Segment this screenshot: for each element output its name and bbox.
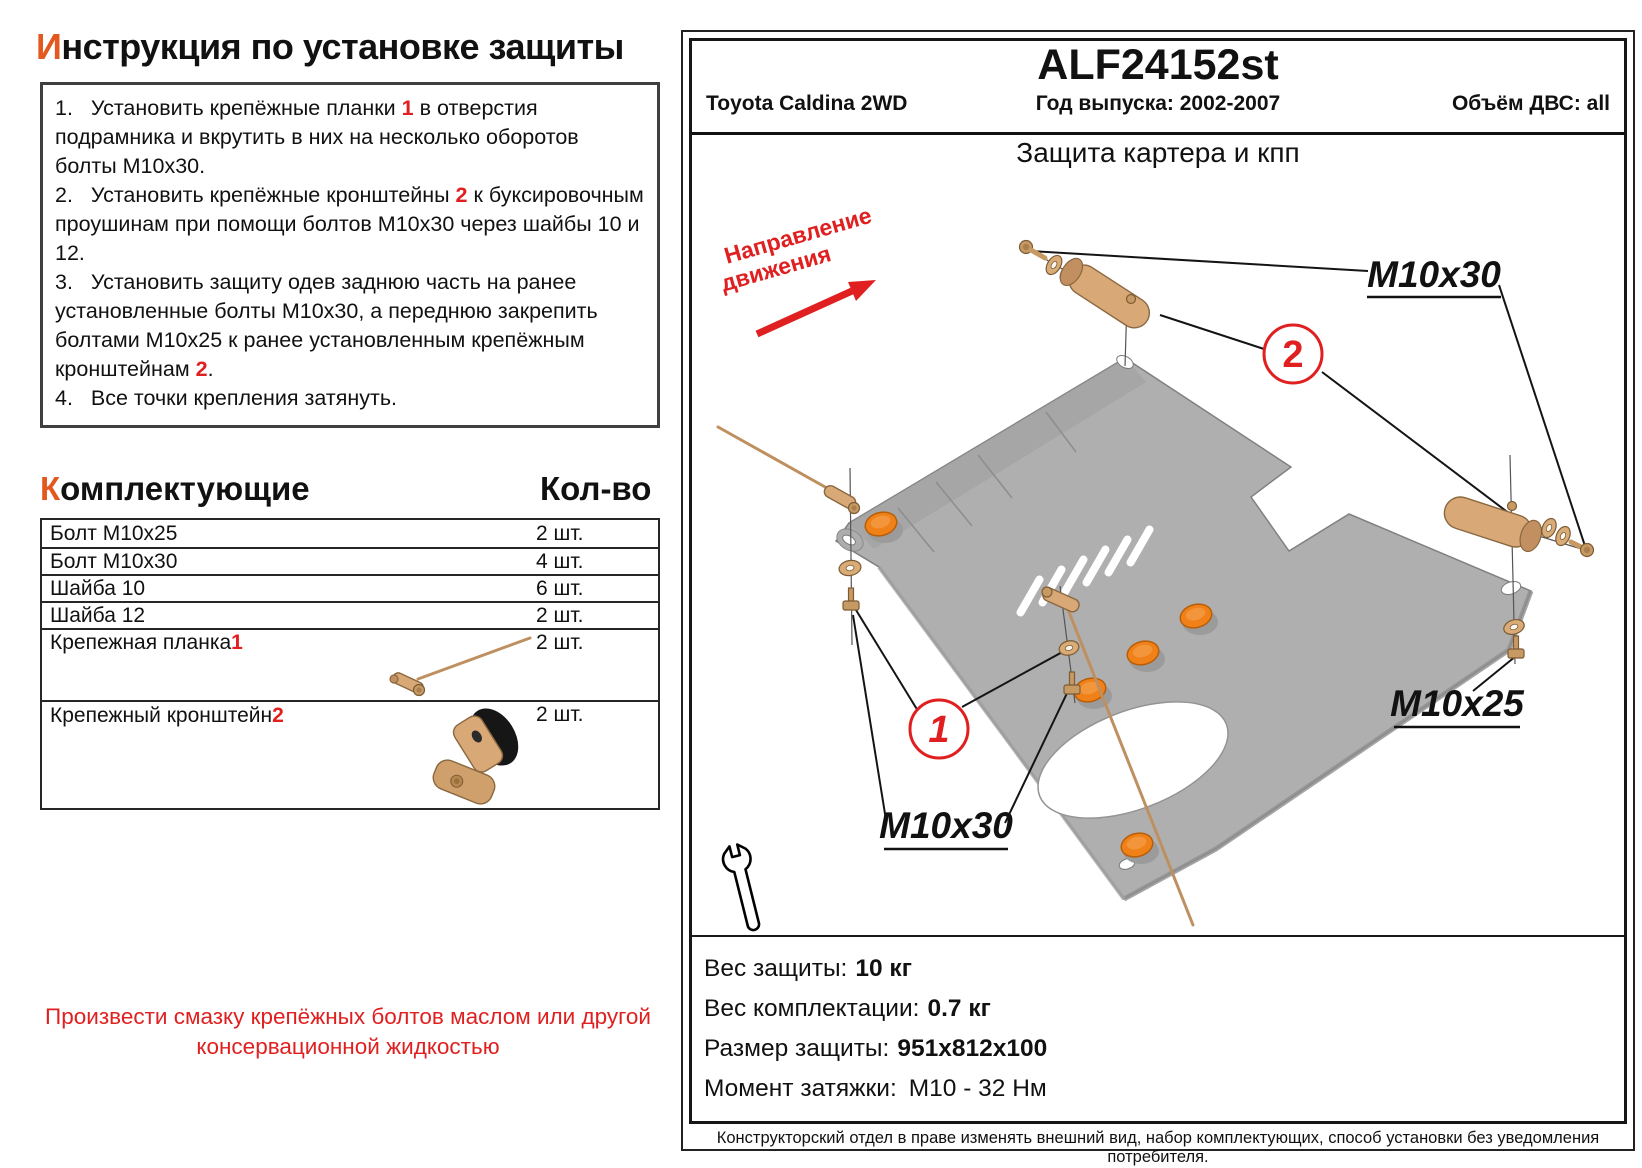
- ref-number: 1: [401, 96, 414, 120]
- direction-arrow: [755, 287, 854, 338]
- part-code: ALF24152st: [1037, 41, 1279, 89]
- spec-row: Момент затяжки:М10 - 32 Нм: [704, 1075, 1047, 1102]
- ref-number: 2: [195, 357, 208, 381]
- bolt-size-labels: M10x30 M10x30 M10x25: [879, 254, 1525, 851]
- instruction-item-2: 2. Установить крепёжные кронштейны 2 к б…: [55, 183, 650, 265]
- table-row: Крепежный кронштейн 2 2 шт.: [42, 700, 658, 808]
- bracket-icon: [1443, 496, 1543, 553]
- part-name: Болт М10х30: [50, 549, 178, 573]
- engine-volume: Объём ДВС: all: [1451, 92, 1610, 115]
- bolt-icon: [842, 587, 860, 611]
- callout-2: 2: [1262, 323, 1324, 385]
- spec-row: Размер защиты:951х812х100: [704, 1035, 1048, 1062]
- disclaimer: Конструкторский отдел в праве изменять в…: [716, 1129, 1600, 1166]
- washer-icon: [1541, 517, 1557, 539]
- vehicle-name: Toyota Caldina 2WD: [706, 92, 908, 115]
- bolt-icon: [1041, 586, 1053, 598]
- label-m10x30-top: M10x30: [1367, 254, 1501, 295]
- washer-icon: [1058, 640, 1080, 656]
- mounting-strip-rod: [1065, 605, 1195, 927]
- part-qty: 2 шт.: [536, 603, 584, 627]
- instruction-item-1: 1. Установить крепёжные планки 1 в отвер…: [55, 96, 585, 178]
- washer-icon: [1503, 618, 1525, 636]
- page-title: Инструкция по установке защиты: [36, 26, 624, 68]
- svg-text:1: 1: [928, 709, 949, 751]
- grease-warning-note: Произвести смазку крепёжных болтов масло…: [45, 1004, 651, 1059]
- callout-1: 1: [908, 698, 970, 760]
- label-m10x30-bottom: M10x30: [879, 805, 1013, 846]
- instructions-box: 1. Установить крепёжные планки 1 в отвер…: [40, 82, 660, 428]
- label-m10x25: M10x25: [1390, 683, 1525, 724]
- drawing-title: Защита картера и кпп: [1016, 137, 1300, 168]
- wrench-icon: [721, 843, 761, 932]
- spec-panel: ALF24152st Toyota Caldina 2WD Год выпуск…: [681, 30, 1635, 1166]
- title-rest: нструкция по установке защиты: [61, 26, 624, 67]
- bolt-icon: [1063, 671, 1081, 695]
- leader-lines: [852, 250, 1586, 824]
- exploded-view-drawing: Направление движения: [716, 202, 1595, 932]
- table-row: Шайба 10 6 шт.: [42, 574, 658, 601]
- bracket-icon: [1059, 257, 1151, 329]
- part-qty: 6 шт.: [536, 576, 584, 600]
- table-row: Болт М10х25 2 шт.: [42, 520, 658, 547]
- vehicle-info-row: Toyota Caldina 2WD Год выпуска: 2002-200…: [692, 92, 1624, 120]
- ref-number: 2: [455, 183, 468, 207]
- title-accent-letter: И: [36, 26, 62, 67]
- top-bracket-assembly: [1018, 239, 1151, 329]
- parts-table-header: Комплектующие Кол-во: [40, 470, 660, 514]
- part-name: Болт М10х25: [50, 521, 178, 545]
- fold-lines: [897, 411, 1077, 553]
- instruction-item-4: 4. Все точки крепления затянуть.: [55, 386, 397, 410]
- part-qty: 4 шт.: [536, 549, 584, 573]
- part-name: Крепежная планка: [50, 631, 232, 654]
- part-name: Крепежный кронштейн: [50, 704, 273, 727]
- instruction-item-3: 3. Установить защиту одев заднюю часть н…: [55, 270, 604, 381]
- right-bracket-assembly: [1443, 496, 1595, 659]
- specs-divider: [692, 935, 1624, 937]
- table-row: Крепежная планка 1 2 шт.: [42, 628, 658, 700]
- header-divider: [692, 132, 1624, 135]
- rubber-plugs: [864, 511, 1218, 864]
- table-row: Болт М10х30 4 шт.: [42, 547, 658, 574]
- bolt-icon: [1507, 635, 1525, 659]
- spec-row: Вес защиты:10 кг: [704, 955, 912, 982]
- mounting-strip-rod: [716, 425, 836, 494]
- washer-icon: [838, 559, 862, 577]
- left-strip-assembly: [716, 425, 862, 611]
- plate-large-hole: [1037, 701, 1229, 819]
- qty-column-header: Кол-во: [540, 470, 652, 507]
- parts-header-title: Комплектующие: [40, 470, 310, 507]
- mounting-bracket-icon: [432, 708, 519, 805]
- part-name: Шайба 12: [50, 603, 146, 627]
- washer-icon: [1555, 525, 1571, 547]
- parts-table: Болт М10х25 2 шт. Болт М10х30 4 шт. Шайб…: [40, 518, 660, 810]
- washer-icon: [1045, 254, 1063, 276]
- direction-of-movement: Направление движения: [718, 202, 876, 338]
- svg-text:2: 2: [1282, 334, 1303, 376]
- specs-block: Вес защиты:10 кг Вес комплектации:0.7 кг…: [704, 949, 1047, 1109]
- part-name: Шайба 10: [50, 576, 146, 600]
- center-strip-assembly: [1041, 586, 1195, 927]
- part-qty: 2 шт.: [536, 631, 584, 654]
- spec-panel-inner: ALF24152st Toyota Caldina 2WD Год выпуск…: [689, 38, 1627, 1124]
- part-qty: 2 шт.: [536, 703, 584, 726]
- direction-arrowhead: [848, 280, 876, 301]
- spec-row: Вес комплектации:0.7 кг: [704, 995, 991, 1022]
- table-row: Шайба 12 2 шт.: [42, 601, 658, 628]
- mounting-strip-icon: [389, 636, 532, 697]
- part-qty: 2 шт.: [536, 521, 584, 545]
- vehicle-years: Год выпуска: 2002-2007: [1035, 92, 1281, 115]
